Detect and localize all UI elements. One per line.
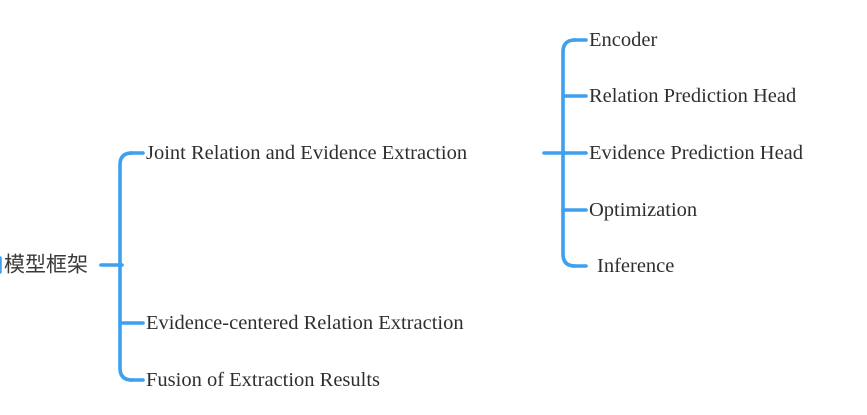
mindmap-node-evidence-centered-relation-extraction[interactable]: Evidence-centered Relation Extraction xyxy=(146,311,464,334)
mindmap-node-joint-relation-and-evidence-extraction[interactable]: Joint Relation and Evidence Extraction xyxy=(146,141,468,164)
mindmap-node-optimization[interactable]: Optimization xyxy=(589,198,698,221)
mindmap-node-inference[interactable]: Inference xyxy=(597,254,675,277)
level1-spine xyxy=(118,151,134,382)
mindmap-node-fusion-of-extraction-results[interactable]: Fusion of Extraction Results xyxy=(146,368,381,391)
mindmap-node-evidence-prediction-head[interactable]: Evidence Prediction Head xyxy=(589,141,804,164)
mindmap-node-encoder[interactable]: Encoder xyxy=(589,28,658,51)
mindmap-root-node[interactable]: 模型框架 xyxy=(4,252,88,277)
mindmap-node-relation-prediction-head[interactable]: Relation Prediction Head xyxy=(589,84,797,107)
